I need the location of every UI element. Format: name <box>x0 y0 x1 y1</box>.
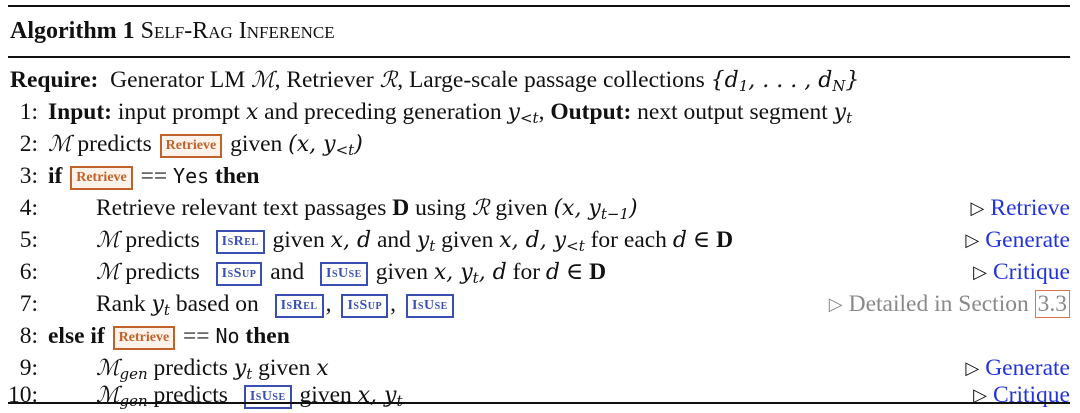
comment-retrieve: ▷Retrieve <box>971 192 1070 225</box>
comment-text: Generate <box>985 355 1070 381</box>
line-text: given <box>489 195 554 221</box>
line-text: predicts <box>147 355 234 381</box>
line-text: and preceding generation <box>258 99 508 125</box>
algorithm-line-5: 5: ℳ predicts IsRel given x, d and yt gi… <box>0 224 1080 256</box>
comment-text: Generate <box>985 227 1070 253</box>
keyword: then <box>215 163 260 189</box>
isrel-token: IsRel <box>274 294 324 318</box>
keyword: if <box>48 163 63 189</box>
triangle-icon: ▷ <box>965 230 980 250</box>
literal-value: Yes <box>173 164 210 188</box>
line-number: 4: <box>19 195 38 221</box>
keyword: Output: <box>550 99 632 125</box>
top-rule <box>8 5 1070 7</box>
line-text: given <box>224 131 289 157</box>
retrieve-token: Retrieve <box>159 134 223 158</box>
algorithm-line-7: 7: Rank yt based on IsRel,IsSup,IsUse ▷D… <box>0 288 1080 320</box>
line-number: 7: <box>19 291 38 317</box>
isrel-token: IsRel <box>215 230 265 254</box>
comment-text: Detailed in Section <box>848 291 1035 317</box>
algorithm-label: Algorithm 1 <box>10 18 135 44</box>
line-number: 5: <box>19 227 38 253</box>
line-text: and <box>264 259 310 285</box>
bottom-rule <box>8 402 1070 404</box>
triangle-icon: ▷ <box>965 358 980 378</box>
line-text: using <box>409 195 472 221</box>
line-text: for each <box>584 227 673 253</box>
require-line: Require: Generator LM ℳ, Retriever ℛ, La… <box>10 67 860 95</box>
line-text: predicts <box>147 382 234 408</box>
algorithm-line-4: 4: Retrieve relevant text passages D usi… <box>0 192 1080 224</box>
line-text: given <box>252 355 317 381</box>
isuse-token: IsUse <box>405 294 454 318</box>
triangle-icon: ▷ <box>970 198 985 218</box>
isuse-token: IsUse <box>243 385 292 409</box>
line-text: given <box>266 227 331 253</box>
keyword: Input: <box>48 99 113 125</box>
operator: == <box>140 163 168 189</box>
comment-text: Critique <box>992 382 1070 408</box>
algorithm-line-3: 3: if Retrieve == Yes then <box>0 160 1080 192</box>
require-text: Generator LM <box>110 67 252 93</box>
line-number: 6: <box>19 259 38 285</box>
line-number: 9: <box>19 355 38 381</box>
algorithm-title: Self-Rag Inference <box>140 18 335 44</box>
line-number: 3: <box>19 163 38 189</box>
algorithm-line-8: 8: else if Retrieve == No then <box>0 320 1080 352</box>
algorithm-line-6: 6: ℳ predicts IsSup and IsUse given x, y… <box>0 256 1080 288</box>
separator: , <box>325 291 332 317</box>
line-text: given <box>435 227 500 253</box>
line-text: given <box>369 259 434 285</box>
line-number: 8: <box>19 323 38 349</box>
keyword: else if <box>48 323 105 349</box>
mid-rule <box>8 56 1070 58</box>
require-text: , Large-scale passage collections <box>397 67 711 93</box>
keyword: then <box>245 323 290 349</box>
comment-generate: ▷Generate <box>965 352 1070 385</box>
line-text: predicts <box>119 227 206 253</box>
line-text: input prompt <box>117 99 246 125</box>
issup-token: IsSup <box>341 294 389 318</box>
literal-value: No <box>215 324 240 348</box>
line-text: predicts <box>119 259 206 285</box>
retrieve-token: Retrieve <box>112 326 176 350</box>
issup-token: IsSup <box>215 262 263 286</box>
separator: , <box>390 291 396 317</box>
line-number: 1: <box>19 99 38 125</box>
triangle-icon: ▷ <box>828 294 843 314</box>
comment-generate: ▷Generate <box>965 224 1070 257</box>
triangle-icon: ▷ <box>973 262 987 282</box>
line-number: 10: <box>7 382 38 408</box>
line-text: Rank <box>96 291 152 317</box>
algorithm-caption: Algorithm 1 Self-Rag Inference <box>10 16 335 46</box>
comment-text: Critique <box>992 259 1070 285</box>
comment-critique: ▷Critique <box>973 256 1070 289</box>
line-text: and <box>371 227 417 253</box>
comment-detailed: ▷Detailed in Section 3.3 <box>829 288 1070 321</box>
triangle-icon: ▷ <box>973 385 987 405</box>
line-text: for <box>506 259 546 285</box>
algorithm-line-10: 10: ℳgen predicts IsUse given x, yt ▷Cri… <box>0 379 1080 411</box>
line-text: Retrieve relevant text passages <box>96 195 393 221</box>
line-text: based on <box>169 291 265 317</box>
require-text: , Retriever <box>274 67 380 93</box>
isuse-token: IsUse <box>320 262 368 286</box>
line-text: next output segment <box>631 99 834 125</box>
comment-critique: ▷Critique <box>973 379 1070 412</box>
retrieve-token: Retrieve <box>70 166 133 190</box>
line-number: 2: <box>19 131 38 157</box>
section-reference-link[interactable]: 3.3 <box>1034 290 1070 318</box>
require-keyword: Require: <box>10 67 99 93</box>
algorithm-line-2: 2: ℳ predicts Retrieve given (x, y<t) <box>0 128 1080 160</box>
comment-text: Retrieve <box>990 195 1070 221</box>
algorithm-line-1: 1: Input: input prompt x and preceding g… <box>0 96 1080 128</box>
line-text: predicts <box>71 131 158 157</box>
algorithm-line-9: 9: ℳgen predicts yt given x ▷Generate <box>0 352 1080 384</box>
line-text: given <box>293 382 358 408</box>
operator: == <box>183 323 210 349</box>
